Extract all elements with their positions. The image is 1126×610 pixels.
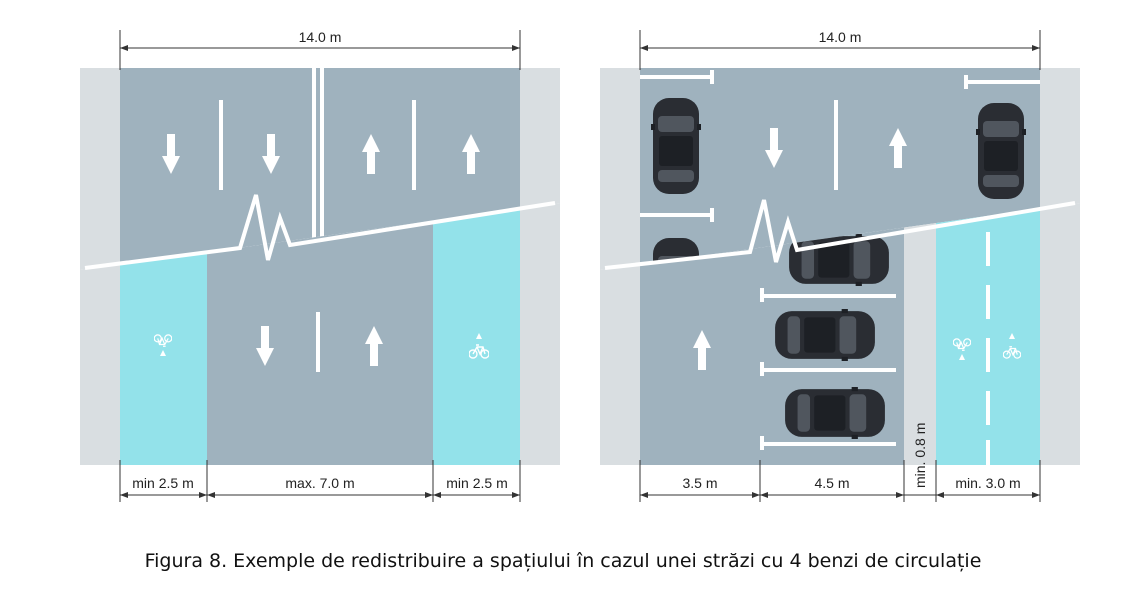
figure-caption: Figura 8. Exemple de redistribuire a spa… <box>144 550 982 572</box>
bike-width-label: min. 3.0 m <box>955 475 1020 491</box>
car-icon <box>775 309 875 361</box>
center-double-line <box>320 68 324 270</box>
right-sidewalk <box>520 203 560 465</box>
carriageway-width-label: max. 7.0 m <box>285 475 354 491</box>
parking-marking <box>760 442 896 446</box>
buffer-strip <box>904 203 936 465</box>
left-sidewalk <box>80 68 120 270</box>
parking-width-label: 4.5 m <box>814 475 849 491</box>
lane-divider <box>316 312 320 372</box>
section-break-line <box>84 194 556 270</box>
parking-marking <box>966 80 1040 84</box>
car-icon <box>651 98 701 194</box>
bottom-dimensions: min 2.5 m max. 7.0 m min 2.5 m <box>119 460 521 502</box>
bottom-dimensions: 3.5 m 4.5 m min. 0.8 m min. 3.0 m <box>639 423 1041 502</box>
bike-lane-right <box>433 203 520 465</box>
arrow-down-icon <box>160 350 166 356</box>
parking-marking <box>640 75 712 79</box>
bike-left-width-label: min 2.5 m <box>132 475 193 491</box>
total-width-label: 14.0 m <box>299 29 342 45</box>
parking-marking <box>640 213 712 217</box>
bike-right-width-label: min 2.5 m <box>446 475 507 491</box>
lane-width-label: 3.5 m <box>682 475 717 491</box>
parking-marking <box>760 368 896 372</box>
left-sidewalk <box>600 68 640 270</box>
lane-divider <box>834 100 838 190</box>
total-width-label: 14.0 m <box>819 29 862 45</box>
car-icon <box>785 387 885 439</box>
section-break-line <box>604 199 1076 270</box>
buffer-width-label: min. 0.8 m <box>912 423 928 488</box>
right-panel: 14.0 m 3.5 m 4.5 m min. 0.8 m min. 3.0 m <box>600 29 1080 502</box>
parking-marking <box>760 294 896 298</box>
center-double-line <box>312 68 316 270</box>
lane-divider <box>219 100 223 190</box>
lane-divider <box>412 100 416 190</box>
car-icon <box>976 103 1026 199</box>
right-sidewalk <box>1040 203 1080 465</box>
left-panel: 14.0 m min 2.5 m max. 7.0 m min 2.5 m <box>80 29 560 502</box>
arrow-up-icon <box>476 333 482 339</box>
